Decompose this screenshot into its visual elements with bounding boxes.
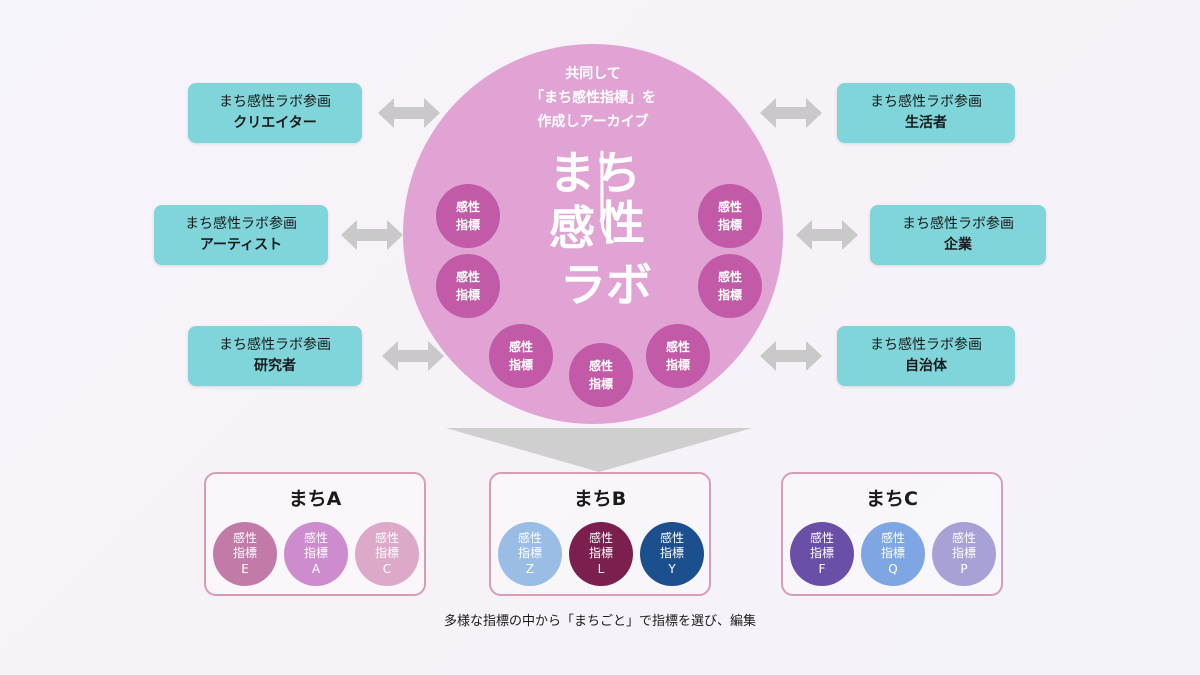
town-index-circle: 感性 指標 A	[284, 522, 348, 586]
sensibility-index-circle: 感性 指標	[569, 343, 633, 407]
town-index-circle: 感性 指標 Q	[861, 522, 925, 586]
index-label: 指標	[717, 288, 742, 302]
index-label: 指標	[659, 546, 684, 560]
caption: 多様な指標の中から「まちごと」で指標を選び、編集	[443, 614, 756, 629]
index-label: 指標	[508, 358, 533, 372]
town-title: まちB	[573, 488, 627, 510]
double-arrow-icon	[341, 220, 403, 250]
participant-name: クリエイター	[233, 115, 317, 131]
town-index-circle: 感性 指標 Y	[640, 522, 704, 586]
double-arrow-icon	[796, 220, 858, 250]
index-label: 感性	[659, 531, 684, 545]
logo-text-rabo: ラボ	[560, 258, 652, 312]
index-label: 感性	[880, 531, 905, 545]
index-label: 指標	[232, 546, 257, 560]
lab-description-line: 「まち感性指標」を	[530, 90, 656, 106]
lab-description-line: 作成しアーカイブ	[537, 114, 649, 130]
index-label: 指標	[588, 546, 613, 560]
index-code: F	[818, 562, 826, 576]
participant-name: 企業	[944, 237, 972, 253]
index-label: 感性	[455, 270, 480, 284]
index-label: 感性	[517, 531, 542, 545]
index-label: 指標	[880, 546, 905, 560]
index-label: 感性	[588, 359, 613, 373]
index-label: 感性	[303, 531, 328, 545]
logo-text-machi: まち	[549, 146, 641, 200]
sensibility-index-circle: 感性 指標	[698, 184, 762, 248]
participant-label: まち感性ラボ参画	[185, 216, 297, 232]
town-index-circle: 感性 指標 L	[569, 522, 633, 586]
index-label: 指標	[665, 358, 690, 372]
town-index-circle: 感性 指標 Z	[498, 522, 562, 586]
index-label: 指標	[809, 546, 834, 560]
logo-decoration	[600, 150, 614, 244]
index-label: 感性	[508, 340, 533, 354]
index-code: E	[241, 562, 249, 576]
index-label: 感性	[374, 531, 399, 545]
participant-name: 自治体	[905, 358, 947, 374]
index-label: 感性	[232, 531, 257, 545]
funnel-arrow-icon	[446, 428, 752, 472]
index-label: 感性	[951, 531, 976, 545]
sensibility-index-circle: 感性 指標	[436, 184, 500, 248]
index-label: 感性	[665, 340, 690, 354]
participant-box-resident: まち感性ラボ参画 生活者	[837, 83, 1015, 143]
town-box-b: まちB 感性 指標 Z 感性 指標 L 感性 指標 Y	[489, 472, 711, 596]
double-arrow-icon	[378, 98, 440, 128]
index-code: Q	[888, 562, 898, 576]
participant-box-artist: まち感性ラボ参画 アーティスト	[154, 205, 328, 265]
index-label: 感性	[717, 270, 742, 284]
participant-box-researcher: まち感性ラボ参画 研究者	[188, 326, 362, 386]
index-code: A	[311, 562, 321, 576]
index-code: P	[960, 562, 968, 576]
town-index-circle: 感性 指標 F	[790, 522, 854, 586]
index-label: 感性	[588, 531, 613, 545]
town-index-circle: 感性 指標 E	[213, 522, 277, 586]
town-box-a: まちA 感性 指標 E 感性 指標 A 感性 指標 C	[204, 472, 426, 596]
participant-box-municipality: まち感性ラボ参画 自治体	[837, 326, 1015, 386]
double-arrow-icon	[760, 341, 822, 371]
sensibility-index-circle: 感性 指標	[489, 324, 553, 388]
participant-name: アーティスト	[199, 237, 283, 253]
town-box-c: まちC 感性 指標 F 感性 指標 Q 感性 指標 P	[781, 472, 1003, 596]
index-code: C	[382, 562, 392, 576]
index-label: 感性	[717, 200, 742, 214]
participant-label: まち感性ラボ参画	[870, 337, 982, 353]
double-arrow-icon	[382, 341, 444, 371]
index-label: 指標	[303, 546, 328, 560]
index-label: 感性	[809, 531, 834, 545]
sensibility-index-circle: 感性 指標	[646, 324, 710, 388]
index-label: 指標	[374, 546, 399, 560]
lab-description: 共同して 「まち感性指標」を 作成しアーカイブ	[493, 62, 693, 134]
sensibility-index-circle: 感性 指標	[698, 254, 762, 318]
participant-name: 生活者	[905, 115, 947, 131]
index-code: Y	[668, 562, 676, 576]
participant-label: まち感性ラボ参画	[902, 216, 1014, 232]
index-code: Z	[525, 562, 535, 576]
index-label: 指標	[455, 218, 480, 232]
double-arrow-icon	[760, 98, 822, 128]
town-title: まちA	[288, 488, 342, 510]
town-index-circle: 感性 指標 C	[355, 522, 419, 586]
index-label: 指標	[588, 377, 613, 391]
index-code: L	[597, 562, 605, 576]
town-title: まちC	[866, 488, 918, 510]
participant-label: まち感性ラボ参画	[219, 94, 331, 110]
lab-description-line: 共同して	[565, 66, 621, 82]
participant-label: まち感性ラボ参画	[219, 337, 331, 353]
index-label: 指標	[951, 546, 976, 560]
town-index-circle: 感性 指標 P	[932, 522, 996, 586]
participant-name: 研究者	[254, 358, 296, 374]
participant-label: まち感性ラボ参画	[870, 94, 982, 110]
participant-box-company: まち感性ラボ参画 企業	[870, 205, 1046, 265]
logo-text-kan: 感	[549, 201, 595, 255]
sensibility-index-circle: 感性 指標	[436, 254, 500, 318]
index-label: 指標	[517, 546, 542, 560]
index-label: 指標	[455, 288, 480, 302]
index-label: 感性	[455, 200, 480, 214]
index-label: 指標	[717, 218, 742, 232]
participant-box-creator: まち感性ラボ参画 クリエイター	[188, 83, 362, 143]
